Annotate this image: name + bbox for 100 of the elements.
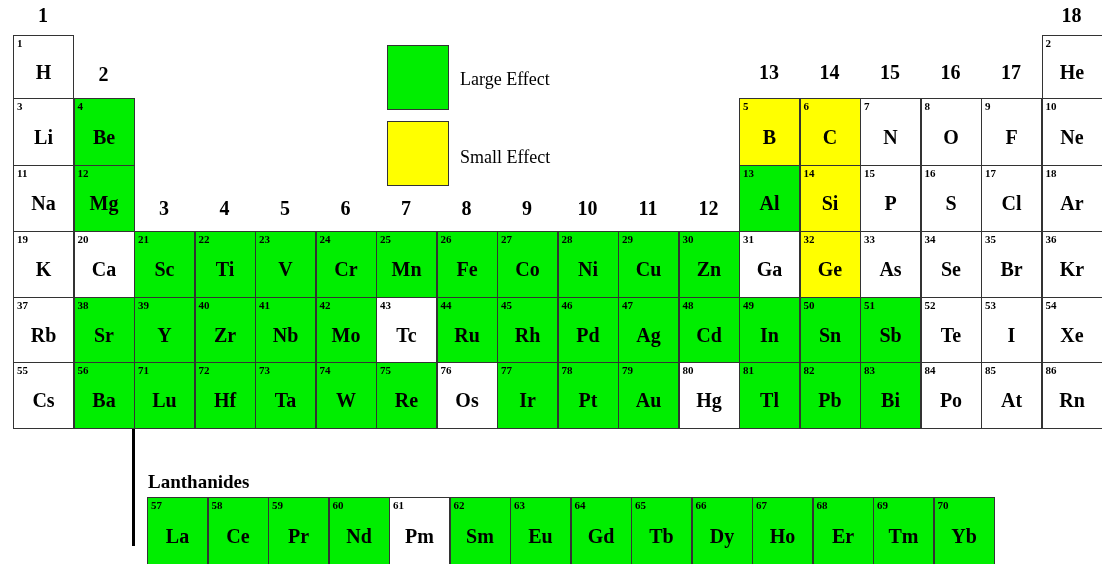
element-symbol: Mn — [390, 257, 423, 281]
element-symbol: F — [1004, 124, 1019, 149]
element-symbol: Ni — [577, 257, 599, 281]
element-cell — [376, 231, 437, 298]
element-cell — [194, 362, 256, 429]
element-cell — [255, 362, 316, 429]
element-cell — [860, 98, 921, 166]
element-symbol: K — [34, 257, 53, 281]
atomic-number: 12 — [77, 167, 89, 179]
group-number: 11 — [637, 196, 659, 220]
atomic-number: 41 — [259, 299, 270, 311]
element-cell — [449, 497, 511, 564]
atomic-number: 51 — [864, 299, 875, 311]
element-cell — [13, 98, 74, 166]
element-symbol: Sn — [817, 322, 843, 347]
atomic-number: 28 — [561, 233, 573, 245]
element-symbol: Eu — [527, 523, 554, 548]
element-cell — [799, 362, 861, 429]
element-cell — [570, 497, 632, 564]
element-cell — [207, 497, 269, 564]
atomic-number: 57 — [151, 499, 162, 511]
element-cell — [73, 98, 135, 166]
element-symbol: Ce — [225, 523, 251, 548]
element-symbol: He — [1058, 59, 1086, 84]
atomic-number: 31 — [743, 233, 754, 245]
element-symbol: Gd — [586, 523, 616, 548]
element-symbol: Nb — [271, 322, 300, 347]
element-cell — [557, 231, 619, 298]
element-symbol: Br — [999, 257, 1024, 281]
element-cell — [920, 98, 982, 166]
element-cell — [860, 297, 921, 363]
element-cell — [73, 165, 135, 232]
atomic-number: 66 — [695, 499, 707, 511]
element-symbol: Tc — [395, 322, 418, 347]
element-symbol: Au — [634, 388, 663, 412]
atomic-number: 61 — [393, 499, 404, 511]
atomic-number: 14 — [803, 167, 815, 179]
atomic-number: 32 — [803, 233, 815, 245]
element-cell — [13, 35, 74, 99]
atomic-number: 10 — [1045, 100, 1057, 112]
group-number: 3 — [158, 196, 170, 220]
atomic-number: 55 — [17, 364, 28, 376]
element-symbol: Os — [454, 388, 480, 412]
element-cell — [134, 231, 195, 298]
atomic-number: 44 — [440, 299, 452, 311]
element-cell — [134, 362, 195, 429]
element-symbol: Tb — [648, 523, 675, 548]
atomic-number: 15 — [864, 167, 875, 179]
group-number: 5 — [279, 196, 291, 220]
element-cell — [678, 362, 740, 429]
element-symbol: Hf — [212, 388, 238, 412]
element-cell — [255, 231, 316, 298]
element-cell — [73, 297, 135, 363]
element-cell — [13, 362, 74, 429]
atomic-number: 79 — [622, 364, 633, 376]
atomic-number: 56 — [77, 364, 89, 376]
element-symbol: Dy — [708, 523, 736, 548]
element-symbol: Mo — [330, 322, 362, 347]
element-symbol: Cr — [333, 257, 359, 281]
legend-label: Small Effect — [460, 146, 551, 168]
atomic-number: 18 — [1045, 167, 1057, 179]
element-symbol: Cu — [634, 257, 663, 281]
element-symbol: Zr — [212, 322, 238, 347]
element-cell — [13, 297, 74, 363]
atomic-number: 40 — [198, 299, 210, 311]
atomic-number: 35 — [985, 233, 996, 245]
element-cell — [678, 231, 740, 298]
element-symbol: Al — [758, 191, 781, 215]
atomic-number: 17 — [985, 167, 996, 179]
atomic-number: 25 — [380, 233, 391, 245]
element-symbol: Kr — [1058, 257, 1086, 281]
element-symbol: H — [34, 59, 53, 84]
atomic-number: 68 — [816, 499, 828, 511]
element-symbol: Li — [33, 124, 54, 149]
atomic-number: 60 — [332, 499, 344, 511]
element-symbol: Po — [938, 388, 964, 412]
element-symbol: Bi — [880, 388, 901, 412]
element-symbol: P — [883, 191, 898, 215]
element-cell — [812, 497, 874, 564]
atomic-number: 34 — [924, 233, 936, 245]
atomic-number: 84 — [924, 364, 936, 376]
group-number: 8 — [460, 196, 473, 220]
group-number: 10 — [576, 196, 599, 220]
element-symbol: Yb — [950, 523, 978, 548]
element-cell — [618, 231, 679, 298]
element-symbol: Ho — [768, 523, 797, 548]
atomic-number: 83 — [864, 364, 875, 376]
element-cell — [739, 98, 800, 166]
element-cell — [510, 497, 571, 564]
element-symbol: At — [999, 388, 1024, 412]
element-symbol: Rb — [29, 322, 58, 347]
element-cell — [631, 497, 692, 564]
element-symbol: Ag — [635, 322, 662, 347]
element-symbol: C — [821, 124, 839, 149]
element-symbol: Lu — [151, 388, 178, 412]
element-cell — [799, 297, 861, 363]
atomic-number: 36 — [1045, 233, 1057, 245]
atomic-number: 73 — [259, 364, 270, 376]
element-symbol: Se — [940, 257, 962, 281]
element-symbol: Cl — [1000, 191, 1023, 215]
